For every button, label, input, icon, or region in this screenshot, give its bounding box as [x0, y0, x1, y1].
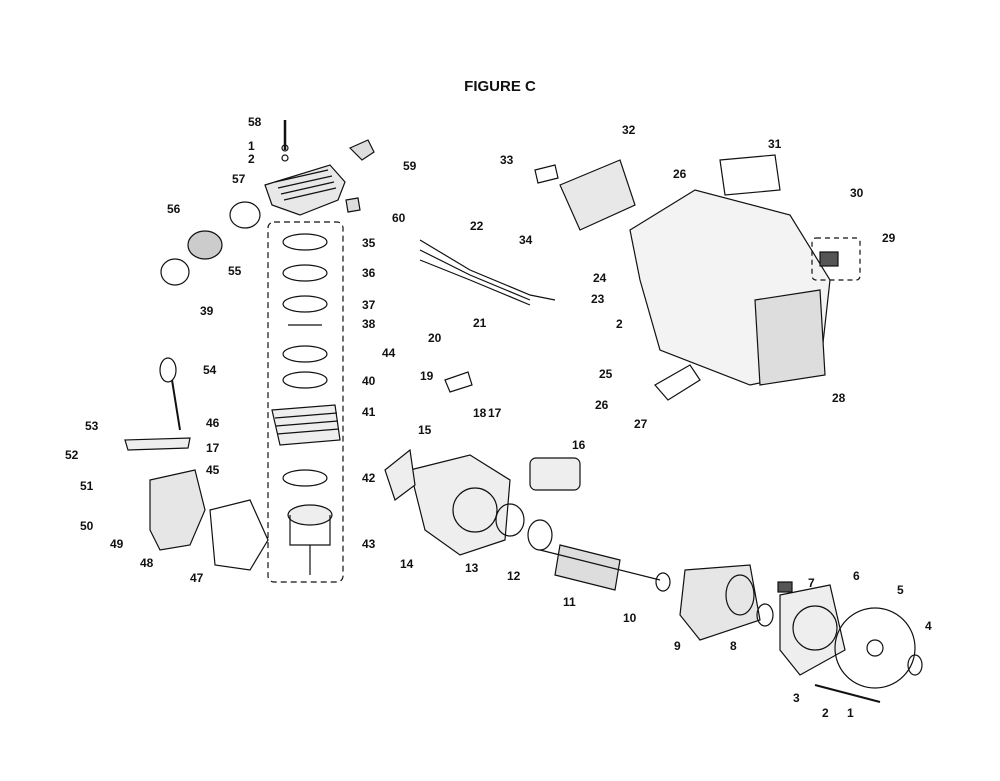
callout-49: 49 [110, 537, 124, 551]
cord-clamp [444, 371, 473, 393]
small-label [534, 164, 559, 184]
callout-3: 3 [793, 691, 800, 705]
callout-48: 48 [140, 556, 154, 570]
callout-35: 35 [362, 236, 376, 250]
callout-27: 27 [634, 417, 648, 431]
rotor [539, 544, 661, 591]
callout-17: 17 [206, 441, 220, 455]
pressure-switch [819, 251, 839, 267]
callout-54: 54 [203, 363, 217, 377]
callout-34: 34 [519, 233, 533, 247]
callout-32: 32 [622, 123, 636, 137]
counterweight [384, 448, 416, 501]
switch-block [777, 581, 793, 593]
callout-28: 28 [832, 391, 846, 405]
callout-44: 44 [382, 346, 396, 360]
figure-title: FIGURE C [464, 78, 536, 95]
callout-1: 1 [248, 139, 255, 153]
callout-8: 8 [730, 639, 737, 653]
bearing [495, 503, 525, 537]
callout-52: 52 [65, 448, 79, 462]
callout-38: 38 [362, 317, 376, 331]
valve-plates [282, 233, 328, 389]
callout-60: 60 [392, 211, 406, 225]
callout-18: 18 [473, 406, 487, 420]
callout-2: 2 [822, 706, 829, 720]
callout-5: 5 [897, 583, 904, 597]
callout-2: 2 [616, 317, 623, 331]
end-bell [779, 584, 846, 676]
callout-7: 7 [808, 576, 815, 590]
callout-21: 21 [473, 316, 487, 330]
callout-10: 10 [623, 611, 637, 625]
callout-41: 41 [362, 405, 376, 419]
callout-16: 16 [572, 438, 586, 452]
crankcase-cover [149, 469, 206, 551]
stator [679, 564, 761, 641]
plug-fitting [345, 197, 361, 213]
callout-15: 15 [418, 423, 432, 437]
callout-31: 31 [768, 137, 782, 151]
callout-58: 58 [248, 115, 262, 129]
callout-47: 47 [190, 571, 204, 585]
callout-37: 37 [362, 298, 376, 312]
callout-17: 17 [488, 406, 502, 420]
callout-14: 14 [400, 557, 414, 571]
callout-40: 40 [362, 374, 376, 388]
callout-36: 36 [362, 266, 376, 280]
label-plate [719, 154, 781, 196]
callout-1: 1 [847, 706, 854, 720]
callout-30: 30 [850, 186, 864, 200]
callout-45: 45 [206, 463, 220, 477]
callout-26: 26 [595, 398, 609, 412]
gasket [209, 499, 269, 571]
callout-26: 26 [673, 167, 687, 181]
callout-6: 6 [853, 569, 860, 583]
callout-9: 9 [674, 639, 681, 653]
crankcase [409, 454, 511, 556]
callout-4: 4 [925, 619, 932, 633]
callout-12: 12 [507, 569, 521, 583]
callout-29: 29 [882, 231, 896, 245]
callout-13: 13 [465, 561, 479, 575]
washer [527, 519, 553, 551]
cylinder-head [264, 120, 346, 216]
air-filter [160, 201, 261, 286]
callout-23: 23 [591, 292, 605, 306]
callout-53: 53 [85, 419, 99, 433]
wire-harness [419, 239, 556, 306]
callout-46: 46 [206, 416, 220, 430]
callout-56: 56 [167, 202, 181, 216]
callout-51: 51 [80, 479, 94, 493]
callout-11: 11 [563, 595, 576, 609]
piston-assembly [287, 504, 333, 575]
elbow-fitting [348, 139, 375, 161]
callout-20: 20 [428, 331, 442, 345]
capacitor [529, 457, 581, 491]
callout-25: 25 [599, 367, 613, 381]
callout-59: 59 [403, 159, 417, 173]
shroud [629, 189, 831, 386]
callout-19: 19 [420, 369, 434, 383]
callout-39: 39 [200, 304, 214, 318]
callout-33: 33 [500, 153, 514, 167]
callout-22: 22 [470, 219, 484, 233]
handle-cover [559, 159, 636, 231]
fan [834, 607, 916, 689]
callout-42: 42 [362, 471, 376, 485]
dipstick [159, 357, 181, 431]
callout-55: 55 [228, 264, 242, 278]
callout-50: 50 [80, 519, 94, 533]
callout-43: 43 [362, 537, 376, 551]
callout-57: 57 [232, 172, 246, 186]
cylinder [271, 404, 341, 446]
callout-24: 24 [593, 271, 607, 285]
bracket [654, 364, 701, 401]
callout-2: 2 [248, 152, 255, 166]
